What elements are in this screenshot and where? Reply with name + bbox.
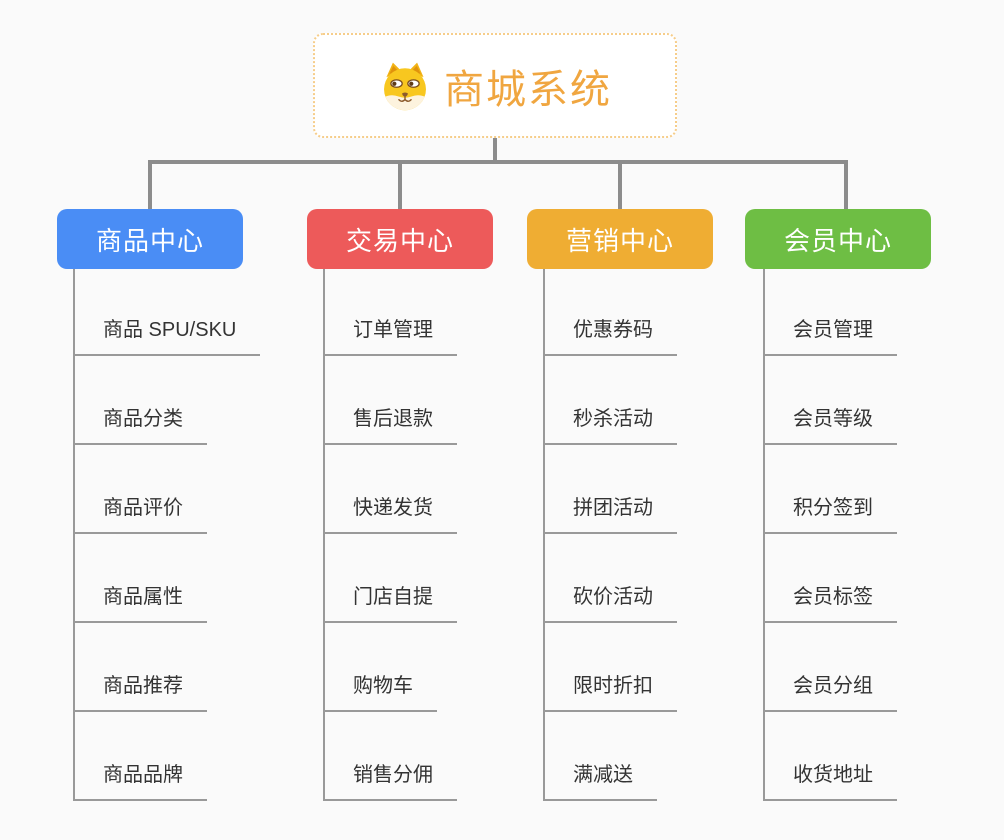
connector-bus xyxy=(148,160,848,164)
connector-drop-member-center xyxy=(844,160,848,209)
leaf-node[interactable]: 快递发货 xyxy=(323,492,457,534)
branch-node-member-center[interactable]: 会员中心 xyxy=(745,209,931,269)
leaf-node[interactable]: 商品品牌 xyxy=(73,759,207,801)
branch-trunk-marketing-center xyxy=(543,269,545,801)
leaf-node[interactable]: 会员管理 xyxy=(763,314,897,356)
leaf-node[interactable]: 积分签到 xyxy=(763,492,897,534)
leaf-node[interactable]: 会员等级 xyxy=(763,403,897,445)
leaf-node[interactable]: 商品推荐 xyxy=(73,670,207,712)
branch-node-product-center[interactable]: 商品中心 xyxy=(57,209,243,269)
branch-label: 营销中心 xyxy=(565,225,674,256)
leaf-node[interactable]: 拼团活动 xyxy=(543,492,677,534)
leaf-node[interactable]: 秒杀活动 xyxy=(543,403,677,445)
leaf-node[interactable]: 商品分类 xyxy=(73,403,207,445)
leaf-node[interactable]: 门店自提 xyxy=(323,581,457,623)
branch-label: 商品中心 xyxy=(95,225,204,256)
branch-label: 交易中心 xyxy=(345,225,454,256)
branch-label: 会员中心 xyxy=(783,225,892,256)
connector-drop-trade-center xyxy=(398,160,402,209)
leaf-node[interactable]: 砍价活动 xyxy=(543,581,677,623)
leaf-node[interactable]: 售后退款 xyxy=(323,403,457,445)
leaf-node[interactable]: 优惠券码 xyxy=(543,314,677,356)
dog-face-icon xyxy=(384,62,426,110)
root-node[interactable]: 商城系统 xyxy=(313,33,677,138)
root-title: 商城系统 xyxy=(444,67,612,112)
branch-node-trade-center[interactable]: 交易中心 xyxy=(307,209,493,269)
leaf-node[interactable]: 收货地址 xyxy=(763,759,897,801)
leaf-node[interactable]: 会员标签 xyxy=(763,581,897,623)
leaf-node[interactable]: 满减送 xyxy=(543,759,657,801)
leaf-node[interactable]: 会员分组 xyxy=(763,670,897,712)
leaf-node[interactable]: 订单管理 xyxy=(323,314,457,356)
leaf-node[interactable]: 限时折扣 xyxy=(543,670,677,712)
leaf-node[interactable]: 商品 SPU/SKU xyxy=(73,314,261,356)
leaf-node[interactable]: 购物车 xyxy=(323,670,437,712)
connector-drop-marketing-center xyxy=(618,160,622,209)
branch-trunk-member-center xyxy=(763,269,765,801)
leaf-node[interactable]: 商品属性 xyxy=(73,581,207,623)
connector-drop-product-center xyxy=(148,160,152,209)
branch-trunk-product-center xyxy=(73,269,75,801)
leaf-node[interactable]: 商品评价 xyxy=(73,492,207,534)
leaf-node[interactable]: 销售分佣 xyxy=(323,759,457,801)
connector-root-stub xyxy=(493,138,497,164)
branch-trunk-trade-center xyxy=(323,269,325,801)
branch-node-marketing-center[interactable]: 营销中心 xyxy=(527,209,713,269)
